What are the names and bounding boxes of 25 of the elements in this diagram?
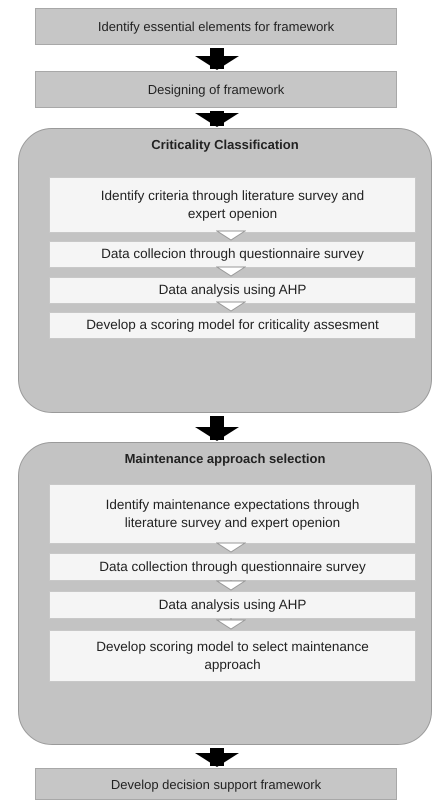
process-box: Designing of framework	[35, 71, 397, 108]
process-box: Develop scoring model to select maintenance approach	[49, 630, 416, 682]
process-box: Identify criteria through literature survey and expert openion	[49, 177, 416, 233]
process-box: Identify essential elements for framework	[35, 8, 397, 45]
triangle-arrow	[216, 266, 246, 276]
block-arrow	[195, 416, 239, 441]
process-box: Identify maintenance expectations through literature survey and expert openion	[49, 484, 416, 544]
group-panel	[18, 442, 432, 745]
group-panel	[18, 128, 432, 413]
group-title: Criticality Classification	[151, 137, 299, 152]
process-box: Data collection through questionnaire survey	[49, 553, 416, 581]
triangle-arrow	[216, 618, 246, 630]
block-arrow	[195, 48, 239, 70]
process-box: Data collecion through questionnaire survey	[49, 241, 416, 268]
process-box: Data analysis using AHP	[49, 591, 416, 619]
group-title: Maintenance approach selection	[124, 451, 326, 466]
triangle-arrow	[216, 542, 246, 552]
process-box: Data analysis using AHP	[49, 277, 416, 304]
triangle-arrow	[216, 302, 246, 312]
block-arrow	[195, 111, 239, 127]
triangle-arrow	[216, 580, 246, 590]
triangle-arrow	[216, 230, 246, 240]
block-arrow	[195, 748, 239, 767]
process-box: Develop decision support framework	[35, 768, 397, 800]
process-box: Develop a scoring model for criticality assesment	[49, 312, 416, 339]
